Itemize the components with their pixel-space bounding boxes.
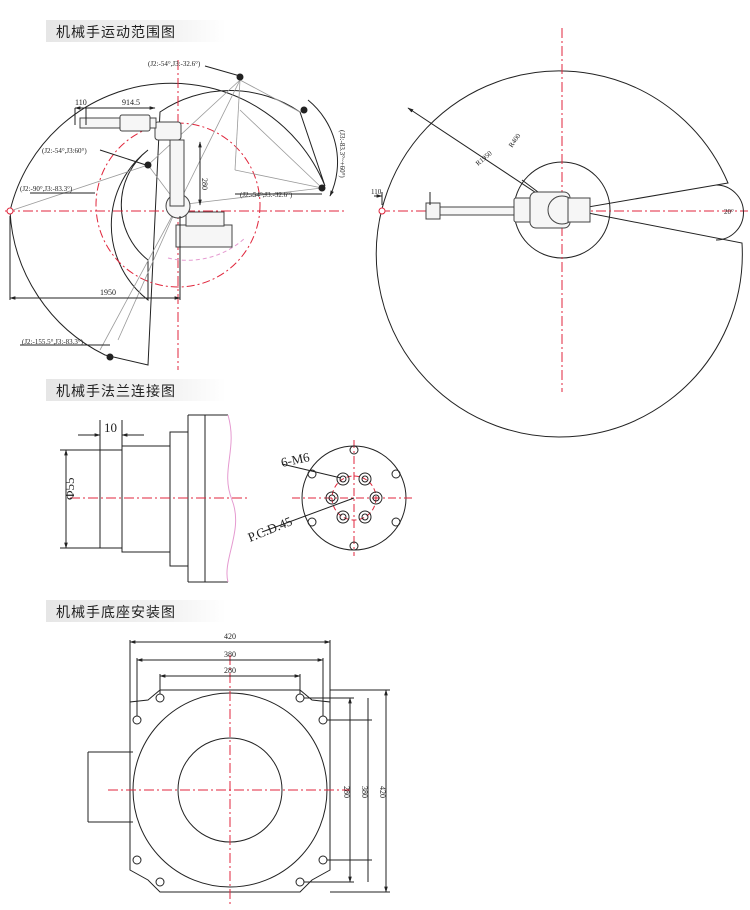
dim-280: 280 (200, 178, 209, 190)
side-view-motion-range (5, 60, 345, 370)
dim-110: 110 (75, 98, 87, 107)
angle-label: 20° (724, 208, 734, 216)
base-h420: 420 (378, 786, 387, 798)
j3-range-label: (J3:-83.3°~+60°) (338, 130, 346, 178)
section-title: 机械手法兰连接图 (56, 384, 176, 400)
base-w380: 380 (224, 650, 236, 659)
base-h380: 380 (360, 786, 369, 798)
base-plan-view (87, 640, 390, 905)
flange-dim-10: 10 (104, 420, 117, 435)
flange-face-view (261, 440, 415, 556)
robot-body-side (79, 114, 233, 248)
r1950-label: R1950 (474, 149, 494, 167)
r400-label: R400 (507, 132, 523, 149)
pose-bottom-label: (J2:-155.5°,J3:-83.3°) (22, 338, 84, 346)
top-dim-110: 110 (371, 188, 382, 196)
flange-outer-holes (307, 445, 401, 551)
flange-bolt-holes (325, 472, 383, 524)
dim-1950: 1950 (100, 288, 116, 297)
robot-body-top (425, 191, 591, 229)
flange-pcd-label: P.C.D.45 (246, 513, 295, 544)
section-header-motion-range: 机械手运动范围图 (46, 20, 226, 42)
pose-mid-label: (J2:-54°,J3:60°) (42, 147, 87, 155)
pose-right-label: (J2:-54°,J3:-32.6°) (240, 191, 293, 199)
pose-top-label: (J2:-54°,J3:-32.6°) (148, 60, 201, 68)
pose-left-label: (J2:-90°,J3:-83.3°) (20, 185, 73, 193)
dim-914: 914.5 (122, 98, 140, 107)
flange-holes-label: 6-M6 (280, 449, 312, 470)
flange-side-view (60, 414, 250, 583)
base-w420: 420 (224, 632, 236, 641)
section-title: 机械手底座安装图 (56, 605, 176, 621)
side-view-labels: 110 914.5 280 1950 (J2:-54°,J3:-32.6°) (… (20, 60, 346, 346)
section-header-base: 机械手底座安装图 (46, 600, 226, 622)
base-w280: 280 (224, 666, 236, 675)
section-title: 机械手运动范围图 (56, 25, 176, 41)
top-view-motion-range (374, 28, 748, 438)
section-header-flange: 机械手法兰连接图 (46, 379, 226, 401)
top-envelope (375, 70, 743, 438)
base-h280: 280 (342, 786, 351, 798)
pose-points (6, 73, 326, 361)
flange-dia-55: Φ55 (62, 477, 77, 500)
inner-envelope (110, 149, 149, 302)
